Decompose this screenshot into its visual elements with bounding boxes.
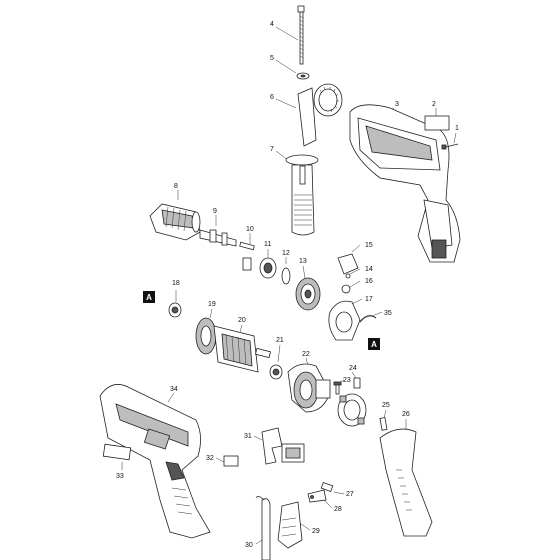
callout-9: 9 (213, 208, 217, 215)
callout-7: 7 (270, 146, 274, 153)
callout-33: 33 (116, 473, 124, 480)
part-29-strain-relief (277, 501, 311, 549)
part-26-handle-cover (379, 419, 433, 537)
part-8-chuck (149, 190, 201, 241)
part-30-cord (255, 496, 271, 560)
part-2-label (424, 108, 450, 131)
part-1-screw (441, 132, 459, 150)
callout-31: 31 (244, 433, 252, 440)
part-3-housing (349, 104, 461, 263)
part-4-bolt (275, 5, 305, 65)
part-6-handle-clamp (275, 83, 343, 147)
part-20-armature (213, 324, 272, 373)
part-32-capacitor (215, 455, 239, 467)
callout-32: 32 (206, 455, 214, 462)
part-7-side-grip (275, 150, 319, 236)
part-31-switch (253, 427, 283, 465)
callout-19: 19 (208, 301, 216, 308)
callout-28: 28 (334, 506, 342, 513)
ref-marker-a-left: A (143, 291, 155, 303)
part-14-small-pin (345, 268, 361, 279)
part-18-bearing (168, 290, 182, 318)
callout-30: 30 (245, 542, 253, 549)
callout-1: 1 (455, 125, 459, 132)
part-24-terminal (351, 371, 361, 389)
callout-20: 20 (238, 317, 246, 324)
part-17-gear-housing (328, 298, 363, 341)
part-35-spring (359, 311, 383, 323)
part-34-body (99, 384, 211, 539)
callout-18: 18 (172, 280, 180, 287)
callout-17: 17 (365, 296, 373, 303)
ref-marker-a-left-text: A (146, 293, 152, 302)
callout-2: 2 (432, 101, 436, 108)
callout-5: 5 (270, 55, 274, 62)
ref-marker-a-right: A (368, 338, 380, 350)
callout-26: 26 (402, 411, 410, 418)
callout-25: 25 (382, 402, 390, 409)
part-21-bearing (269, 344, 283, 380)
callout-27: 27 (346, 491, 354, 498)
part-22-stator (287, 357, 331, 413)
callout-23: 23 (343, 377, 351, 384)
part-22-brush-holder (337, 393, 367, 427)
callout-6: 6 (270, 94, 274, 101)
ref-marker-a-right-text: A (371, 340, 377, 349)
callout-34: 34 (170, 386, 178, 393)
part-16-o-ring (341, 280, 361, 294)
part-10-pin (239, 233, 255, 251)
part-5-washer (275, 59, 310, 80)
callout-16: 16 (365, 278, 373, 285)
callout-labels: 1 2 3 4 5 6 7 8 9 10 11 12 13 14 15 16 1… (116, 21, 459, 549)
part-12-ring (281, 257, 291, 285)
part-25-brush (379, 409, 388, 431)
part-27-screw (320, 481, 345, 495)
callout-10: 10 (246, 226, 254, 233)
part-11-bearing (242, 249, 277, 279)
callout-3: 3 (395, 101, 399, 108)
part-19-baffle (195, 308, 217, 355)
part-23-screw (333, 379, 345, 395)
callout-14: 14 (365, 266, 373, 273)
callout-21: 21 (276, 337, 284, 344)
callout-12: 12 (282, 250, 290, 257)
callout-13: 13 (299, 258, 307, 265)
callout-35: 35 (384, 310, 392, 317)
part-28-cord-clamp (307, 489, 333, 509)
callout-29: 29 (312, 528, 320, 535)
callout-22: 22 (302, 351, 310, 358)
part-13-gear (295, 265, 321, 311)
part-15-lever (337, 244, 361, 275)
callout-15: 15 (365, 242, 373, 249)
part-9-spindle (199, 215, 237, 247)
part-33-label (102, 443, 132, 470)
part-31-block (281, 443, 305, 463)
callout-8: 8 (174, 183, 178, 190)
callout-24: 24 (349, 365, 357, 372)
callout-11: 11 (264, 241, 271, 248)
callout-4: 4 (270, 21, 274, 28)
